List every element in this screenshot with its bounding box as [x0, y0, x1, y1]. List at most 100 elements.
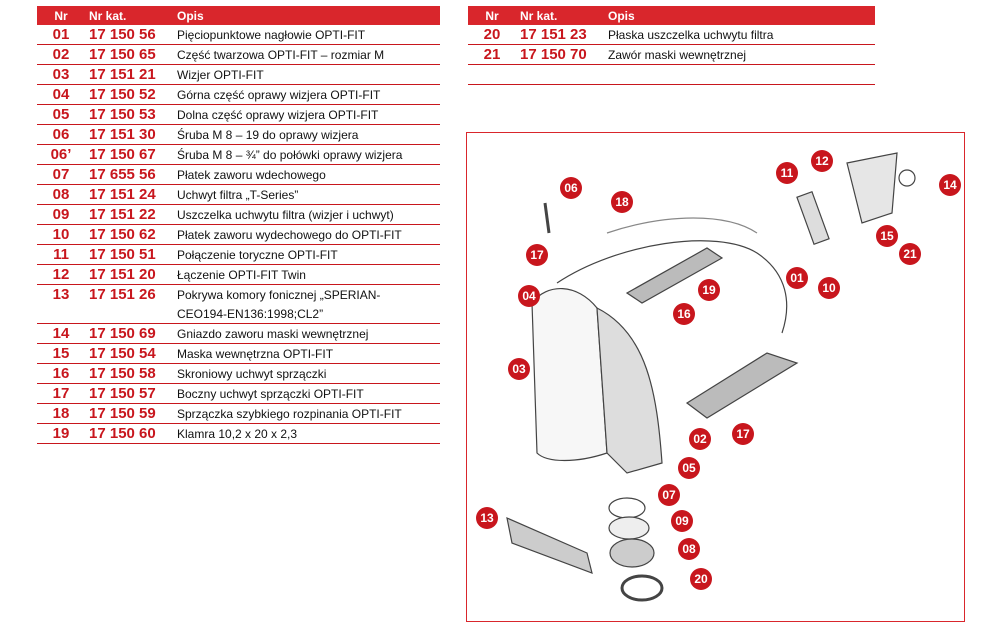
- part-catalog-number: 17 150 67: [85, 144, 173, 165]
- svg-text:14: 14: [943, 178, 957, 192]
- svg-text:15: 15: [880, 229, 894, 243]
- callout-10: 10: [818, 277, 840, 299]
- side-strap-shape: [685, 352, 799, 419]
- svg-text:20: 20: [694, 572, 708, 586]
- part-nr: 15: [37, 343, 85, 364]
- part-nr: 06’: [37, 144, 85, 165]
- part-description: Część twarzowa OPTI-FIT – rozmiar M: [173, 44, 440, 65]
- part-description: Maska wewnętrzna OPTI-FIT: [173, 343, 440, 364]
- part-nr: 07: [37, 164, 85, 185]
- part-description: Górna część oprawy wizjera OPTI-FIT: [173, 84, 440, 105]
- part-nr: 05: [37, 104, 85, 125]
- svg-text:03: 03: [512, 362, 526, 376]
- callout-11: 11: [776, 162, 798, 184]
- callout-19: 19: [698, 279, 720, 301]
- filter-holder-shape: [609, 538, 655, 568]
- svg-text:09: 09: [675, 514, 689, 528]
- part-description: Połączenie toryczne OPTI-FIT: [173, 244, 440, 265]
- callout-15: 15: [876, 225, 898, 247]
- face-piece-shape: [596, 306, 663, 474]
- part-nr: 13: [52, 286, 70, 303]
- part-nr: 03: [37, 64, 85, 85]
- callout-17-side: 17: [732, 423, 754, 445]
- callout-21: 21: [899, 243, 921, 265]
- part-catalog-number: 17 151 26: [89, 286, 156, 303]
- part-catalog-number: 17 150 59: [85, 403, 173, 424]
- svg-text:04: 04: [522, 289, 536, 303]
- callout-20: 20: [690, 568, 712, 590]
- part-description: Śruba M 8 – 19 do oprawy wizjera: [173, 124, 440, 145]
- svg-text:01: 01: [790, 271, 804, 285]
- part-catalog-number: 17 150 51: [85, 244, 173, 265]
- part-catalog-number: 17 150 60: [85, 423, 173, 444]
- phonic-cover-shape: [506, 516, 593, 574]
- part-catalog-number: 17 151 20: [85, 264, 173, 285]
- svg-text:17: 17: [736, 427, 750, 441]
- callout-08: 08: [678, 538, 700, 560]
- empty-cell: [604, 64, 875, 85]
- part-description: Sprzączka szybkiego rozpinania OPTI-FIT: [173, 403, 440, 424]
- part-nr: 04: [37, 84, 85, 105]
- callout-18: 18: [611, 191, 633, 213]
- harness-strap-shape: [556, 240, 788, 334]
- part-catalog-number: 17 150 57: [85, 383, 173, 404]
- part-description: Uszczelka uchwytu filtra (wizjer i uchwy…: [173, 204, 440, 225]
- part-description-continued: CEO194-EN136:1998;CL2”: [173, 304, 440, 324]
- part-catalog-number: 17 150 54: [85, 343, 173, 364]
- svg-text:21: 21: [903, 247, 917, 261]
- callout-05: 05: [678, 457, 700, 479]
- callout-13: 13: [476, 507, 498, 529]
- part-nr: 06: [37, 124, 85, 145]
- header-nr: Nr: [37, 6, 85, 25]
- part-description: Boczny uchwyt sprzączki OPTI-FIT: [173, 383, 440, 404]
- svg-text:17: 17: [530, 248, 544, 262]
- table-row-continuation: CEO194-EN136:1998;CL2”: [37, 304, 440, 324]
- empty-cell: [516, 64, 604, 85]
- part-nr: 12: [37, 264, 85, 285]
- svg-text:05: 05: [682, 461, 696, 475]
- part-catalog-number: 17 150 53: [85, 104, 173, 125]
- table-row-empty: [468, 64, 875, 85]
- part-description: Płaska uszczelka uchwytu filtra: [604, 25, 875, 45]
- header-opis: Opis: [173, 6, 440, 25]
- part-nr: 11: [37, 244, 85, 265]
- part-description: Śruba M 8 – ¾” do połówki oprawy wizjera: [173, 144, 440, 165]
- part-description: Pięciopunktowe nagłowie OPTI-FIT: [173, 25, 440, 45]
- part-description: Łączenie OPTI-FIT Twin: [173, 264, 440, 285]
- callout-12: 12: [811, 150, 833, 172]
- part-catalog-number: 17 150 69: [85, 323, 173, 344]
- svg-text:11: 11: [781, 166, 794, 180]
- part-catalog-number: 17 150 70: [516, 44, 604, 65]
- part-nr: 08: [37, 184, 85, 205]
- part-nr: 01: [37, 25, 85, 45]
- part-catalog-number: 17 655 56: [85, 164, 173, 185]
- svg-text:08: 08: [682, 542, 696, 556]
- part-nr: 19: [37, 423, 85, 444]
- callout-14: 14: [939, 174, 961, 196]
- part-description: Zawór maski wewnętrznej: [604, 44, 875, 65]
- part-nr: 17: [37, 383, 85, 404]
- inner-valve-shape: [898, 169, 916, 187]
- part-description: Płatek zaworu wdechowego: [173, 164, 440, 185]
- callout-01: 01: [786, 267, 808, 289]
- svg-text:13: 13: [480, 511, 494, 525]
- svg-text:19: 19: [702, 283, 716, 297]
- part-catalog-number: 17 151 21: [85, 64, 173, 85]
- callout-03: 03: [508, 358, 530, 380]
- part-description: Klamra 10,2 x 20 x 2,3: [173, 423, 440, 444]
